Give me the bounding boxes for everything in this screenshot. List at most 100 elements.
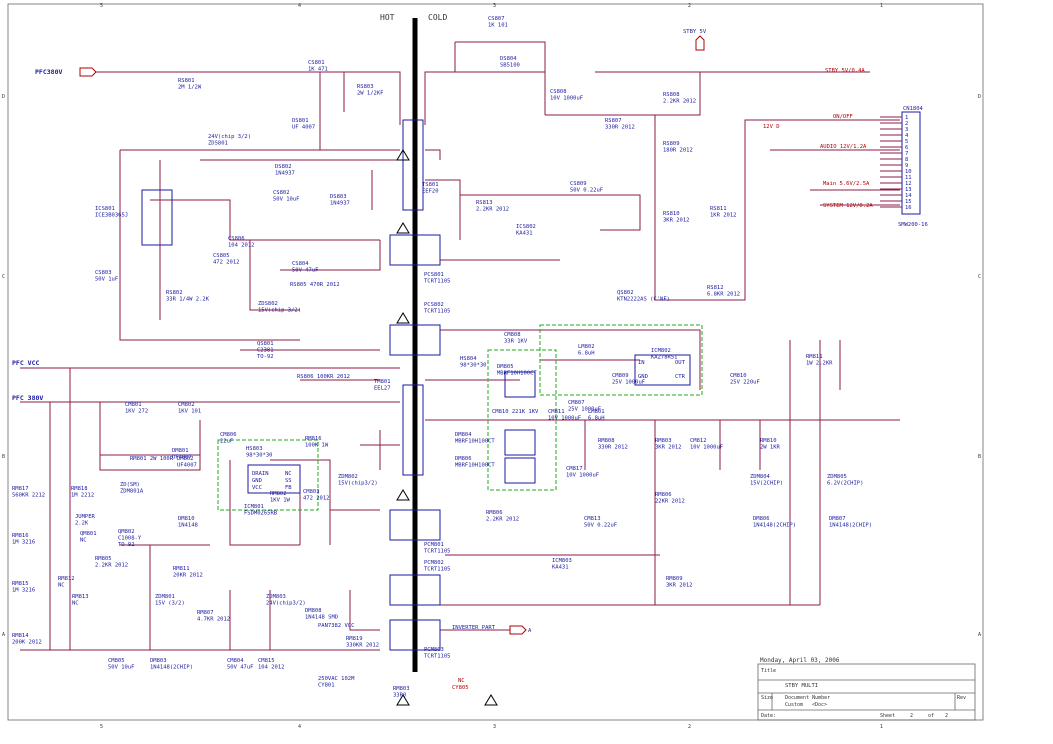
connector-pin: 2 (905, 121, 908, 127)
net-pfc-380v-b: PFC 380V (12, 394, 43, 402)
component-label-zd: 24V(chip 3/2) (208, 134, 251, 140)
component-label-zd802: ZDM801A (120, 489, 144, 495)
component-label-rm817: RM817 (12, 486, 29, 492)
net-flag-pfc380v (79, 67, 97, 77)
component-label-cm808: 33R 1KV (504, 339, 528, 345)
connector-pin: 3 (905, 127, 908, 133)
component-label-dm802: DM802 (177, 456, 194, 462)
component-label-lm802: 6.8uH (578, 351, 595, 357)
component-label-cs804: 50V 47uF (292, 268, 319, 274)
component-label-rs801: RS801 (178, 78, 195, 84)
ts801-core (402, 119, 424, 211)
component-label-rs808: RS808 (663, 92, 680, 98)
component-label-cs801: CS801 (308, 60, 325, 66)
net-labels: PFC380V PFC VCC PFC 380V STBY 5V STBY 5V… (12, 29, 873, 691)
component-label-qm802: C1008-Y (118, 536, 142, 542)
component-label-cs801: 1K 471 (308, 67, 328, 73)
component-label-ts801: TS801 (422, 182, 439, 188)
component-label-rs808: 2.2KR 2012 (663, 99, 696, 105)
component-label-qs802: KTN2222AS (C'NF) (617, 297, 670, 303)
component-label-rm808: 330R 2012 (598, 445, 628, 451)
component-label-pcm803: TCRT1105 (424, 654, 451, 660)
component-label-rm811b: 1W 2.2KR (806, 361, 833, 367)
component-label-rm816: RM816 (305, 436, 322, 442)
component-label-rs807: 330R 2012 (605, 125, 635, 131)
component-label-rs809: RS809 (663, 141, 680, 147)
net-nc: NC (458, 678, 465, 684)
component-label-zdm802: ZDM802 (338, 474, 358, 480)
component-label-zdm804: 15V(2CHIP) (750, 481, 783, 487)
connector-part: SMW200-16 (898, 222, 928, 228)
connector-pin: 5 (905, 139, 908, 145)
component-label-rm816b: 1M 3216 (12, 540, 35, 546)
icm801-pin-ss: SS (285, 478, 292, 484)
of-value: 2 (945, 713, 948, 719)
component-label-rm810: 2W 1KR (760, 445, 781, 451)
component-label-cs809: 50V 0.22uF (570, 188, 603, 194)
component-label-jm: 2.2K (75, 521, 89, 527)
component-label-rm807: RM807 (197, 610, 214, 616)
component-label-rs805: RS805 470R 2012 (290, 282, 340, 288)
title-date: Monday, April 03, 2006 (760, 657, 840, 664)
component-label-qs801: QS801 (257, 341, 274, 347)
component-label-dm803: DM803 (150, 658, 167, 664)
component-label-pcs802: PCS802 (424, 302, 444, 308)
date-label: Date: (761, 713, 776, 719)
component-label-rm802: 1KV 1W (270, 498, 291, 504)
zone-col-label: 3 (493, 724, 496, 730)
component-label-cm811: CM811 (548, 409, 565, 415)
component-label-cm801: CM801 (125, 402, 142, 408)
size-label: Size (761, 695, 773, 701)
zone-col-label: 4 (298, 3, 301, 9)
component-label-rm812: NC (58, 583, 65, 589)
warning-icon (396, 149, 410, 161)
component-label-cs803: 50V 1uF (95, 277, 118, 283)
component-label-rm808: RM808 (598, 438, 615, 444)
component-label-cm806: 22uF (220, 439, 233, 445)
wiring (20, 41, 900, 651)
component-label-rm811: RM811 (173, 566, 190, 572)
component-label-rm802: RM802 (270, 491, 287, 497)
net-inverter-part: INVERTER PART (452, 625, 496, 631)
zone-col-label: 5 (100, 3, 103, 9)
title-label: Title (761, 668, 776, 674)
component-label-zdm801: 15V (3/2) (155, 601, 185, 607)
component-label-rm810: RM810 (760, 438, 777, 444)
component-label-rs810: RS810 (663, 211, 680, 217)
pcm803-body (389, 619, 441, 651)
component-label-rm809: RM809 (666, 576, 683, 582)
component-label-cy801: 250VAC 102M (318, 676, 355, 682)
component-label-cm812: CM812 (690, 438, 707, 444)
sheet-value: 2 (910, 713, 913, 719)
component-label-pcs802: TCRT1105 (424, 309, 451, 315)
component-label-qs802: QS802 (617, 290, 634, 296)
component-label-rm813: RM813 (72, 594, 89, 600)
component-label-dm807: DM807 (829, 516, 846, 522)
component-label-cm801: 1KV 272 (125, 409, 148, 415)
icm802-gnd: GND (638, 374, 648, 380)
component-label-zds802: ZDS802 (258, 301, 278, 307)
pcs801-body (389, 234, 441, 266)
component-label-cs805: 472 2012 (213, 260, 240, 266)
component-label-dm804: MBRF10H100CT (455, 439, 495, 445)
icm801-pin-gnd: GND (252, 478, 262, 484)
component-label-rm805: 2.2KR 2012 (95, 563, 128, 569)
component-label-cs808: CS808 (550, 89, 567, 95)
connector-pin: 6 (905, 145, 908, 151)
component-label-pcs801: TCRT1105 (424, 279, 451, 285)
component-label-icm803: ICM803 (552, 558, 572, 564)
component-label-cm809: 25V 1000uF (612, 380, 645, 386)
component-label-icm803: KA431 (552, 565, 569, 571)
component-label-ics802: ICS802 (516, 224, 536, 230)
pcm801-body (389, 509, 441, 541)
component-label-zds802: 15V(chip 3/2) (258, 308, 301, 314)
zone-col-label: 1 (880, 724, 883, 730)
zone-row-label: D (2, 94, 5, 100)
component-label-rs801: 2M 1/2W (178, 85, 202, 91)
component-label-rm813: NC (72, 601, 79, 607)
component-label-hs804: 98*30*30 (460, 363, 487, 369)
component-label-rm818: 1M 2212 (71, 493, 94, 499)
component-label-cs807: CS807 (488, 16, 505, 22)
component-label-cs803: CS803 (95, 270, 112, 276)
